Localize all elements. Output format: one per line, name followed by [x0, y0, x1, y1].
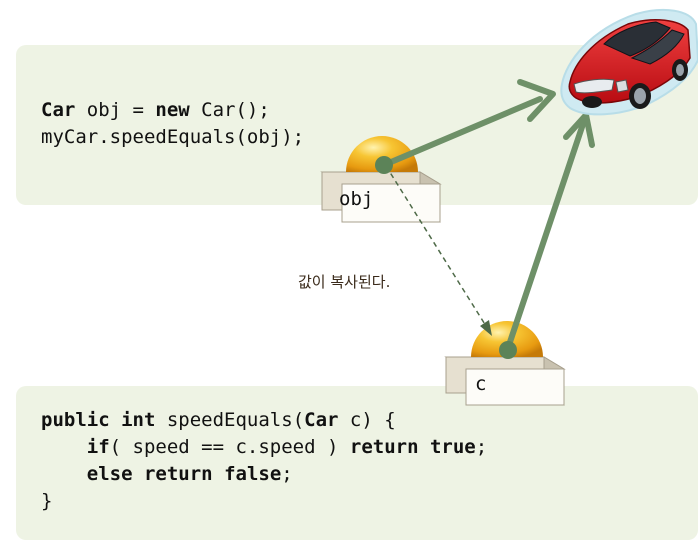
obj-ball-icon — [346, 136, 418, 172]
caller-code: Car obj = new Car(); myCar.speedEquals(o… — [41, 97, 304, 151]
kw-else: else — [86, 463, 133, 485]
copy-caption: 값이 복사된다. — [298, 273, 391, 291]
kw-new: new — [155, 99, 190, 121]
code-text: ; — [475, 436, 488, 458]
code-text: c) { — [338, 409, 396, 431]
method-code: public int speedEquals(Car c) { if( spee… — [41, 407, 487, 515]
kw-false: false — [224, 463, 282, 485]
kw-true: true — [429, 436, 476, 458]
kw-public: public — [41, 409, 110, 431]
code-text: ( speed == c.speed ) — [109, 436, 350, 458]
code-line-call: myCar.speedEquals(obj); — [41, 126, 305, 148]
closing-brace: } — [41, 490, 53, 512]
code-text: Car(); — [189, 99, 270, 121]
code-text: ; — [281, 463, 293, 485]
kw-car: Car — [304, 409, 339, 431]
kw-int: int — [121, 409, 156, 431]
car-icon — [560, 8, 698, 116]
kw-car: Car — [41, 99, 76, 121]
kw-if: if — [86, 436, 110, 458]
kw-return: return — [349, 436, 419, 458]
copy-arrow — [385, 165, 492, 336]
bottom-code-panel — [16, 386, 698, 540]
c-reference-arrow — [499, 112, 595, 359]
obj-label: obj — [339, 188, 374, 210]
kw-return: return — [143, 463, 213, 485]
c-variable-box — [444, 356, 566, 406]
code-text: obj = — [75, 99, 156, 121]
code-text: speedEquals( — [155, 409, 305, 431]
c-label: c — [475, 373, 487, 395]
obj-reference-arrow — [375, 79, 556, 174]
